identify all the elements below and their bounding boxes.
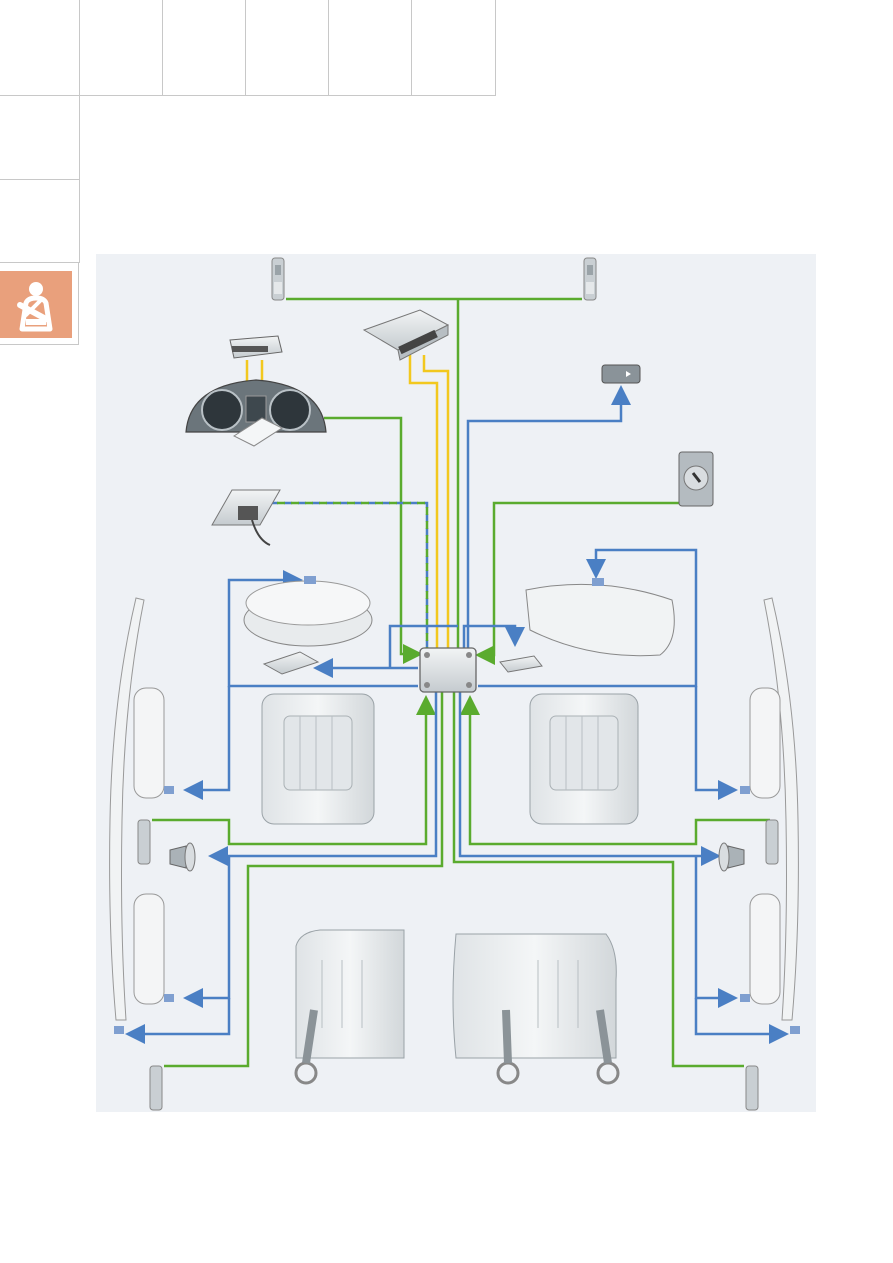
wire-right-tensioner [458, 692, 721, 866]
rear-seat [294, 929, 620, 1085]
belt-sensor-rear-right [745, 1065, 759, 1111]
sidebar-cell [0, 180, 80, 263]
wire-left-curtain [125, 998, 231, 1044]
wire-right-curtain [694, 998, 789, 1044]
module-left [262, 651, 320, 675]
front-left-seat [261, 693, 375, 825]
header-cell [246, 0, 329, 96]
wire-module-left [318, 624, 458, 668]
key-switch [678, 451, 714, 507]
wire-left-tensioner [208, 692, 438, 866]
front-right-seat [529, 693, 639, 825]
module-right [499, 655, 543, 673]
header-cell [163, 0, 246, 96]
wire-left-side-rear [183, 856, 231, 1008]
header-cell [412, 0, 496, 96]
dashboard-instrument-cluster [185, 379, 327, 447]
seatbelt-icon-background [0, 271, 72, 338]
driver-airbag [243, 576, 373, 647]
section-tab-seatbelt[interactable] [0, 263, 79, 345]
header-cell [80, 0, 163, 96]
wire-dash-controller [324, 416, 423, 664]
engine-control-unit [362, 309, 450, 361]
left-side-airbag-front [133, 687, 174, 799]
wire-right-side-front [694, 686, 738, 800]
wire-rear-right-belt [452, 692, 744, 1068]
wire-left-side-front [183, 686, 231, 800]
belt-tensioner-right [718, 842, 745, 872]
belt-sensor-top-left [271, 257, 285, 301]
seatbelt-icon [17, 282, 53, 332]
wire-warning-lamp [466, 385, 631, 648]
belt-sensor-left [137, 819, 151, 865]
belt-sensor-top-right [583, 257, 597, 301]
right-curtain-airbag [763, 597, 800, 1034]
header-cell [329, 0, 412, 96]
wire-right-side-rear [694, 856, 738, 1008]
left-side-airbag-rear [133, 893, 174, 1005]
wire-module-right [462, 624, 525, 648]
wire-diagnostic [270, 501, 429, 648]
wire-ecu-bus-2 [422, 355, 450, 648]
wire-right-belt [460, 695, 770, 846]
right-side-airbag-rear [740, 893, 781, 1005]
wire-ecu-bus-1 [408, 355, 439, 648]
radio-unit [229, 335, 283, 359]
airbag-wiring-diagram [96, 254, 816, 1112]
wire-top-belt-sensors [286, 297, 582, 648]
wire-rear-left-belt [164, 692, 444, 1068]
belt-tensioner-left [169, 842, 196, 872]
wire-diagnostic-green [270, 501, 429, 648]
belt-sensor-right [765, 819, 779, 865]
passenger-airbag [525, 578, 675, 657]
wire-radio-bus [245, 360, 264, 382]
header-cell [0, 0, 80, 96]
wire-passenger-airbag [478, 548, 698, 688]
diagram-canvas [109, 257, 800, 1111]
sidebar-cell [0, 96, 80, 180]
warning-lamp [601, 364, 641, 384]
left-curtain-airbag [109, 597, 145, 1034]
belt-sensor-rear-left [149, 1065, 163, 1111]
diagnostic-connector [211, 489, 281, 546]
airbag-control-unit [419, 647, 477, 693]
wire-left-belt [152, 695, 436, 846]
wire-key-switch [475, 501, 679, 665]
right-side-airbag-front [740, 687, 781, 799]
